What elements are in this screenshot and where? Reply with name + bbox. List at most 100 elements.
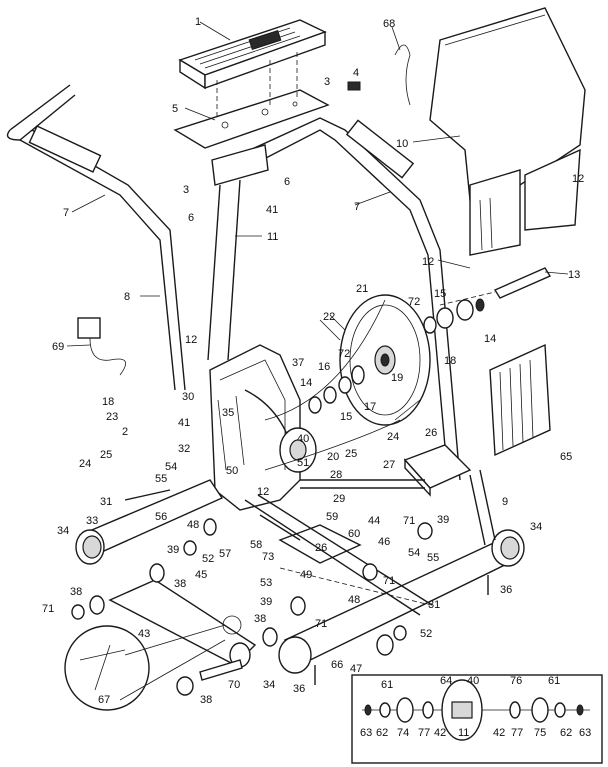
callout-69: 69 bbox=[52, 341, 64, 353]
callout-4: 4 bbox=[353, 67, 359, 79]
callout-45: 45 bbox=[195, 569, 207, 581]
callout-38: 38 bbox=[200, 694, 212, 706]
callout-57: 57 bbox=[219, 548, 231, 560]
callout-8: 8 bbox=[124, 291, 130, 303]
callout-71: 71 bbox=[315, 618, 327, 630]
callout-15: 15 bbox=[340, 411, 352, 423]
bracket-plate bbox=[173, 89, 330, 149]
callout-2: 2 bbox=[122, 426, 128, 438]
callout-31: 31 bbox=[100, 496, 112, 508]
callout-43: 43 bbox=[138, 628, 150, 640]
callout-42: 42 bbox=[493, 727, 505, 739]
callout-77: 77 bbox=[418, 727, 430, 739]
callout-30: 30 bbox=[182, 391, 194, 403]
callout-39: 39 bbox=[260, 596, 272, 608]
right-handlebar bbox=[249, 117, 461, 481]
callout-61: 61 bbox=[548, 675, 560, 687]
callout-13: 13 bbox=[568, 269, 580, 281]
callout-11: 11 bbox=[267, 231, 278, 243]
callout-62: 62 bbox=[376, 727, 388, 739]
side-rail-center bbox=[244, 494, 433, 616]
callout-6: 6 bbox=[188, 212, 194, 224]
callout-38: 38 bbox=[174, 578, 186, 590]
callout-34: 34 bbox=[57, 525, 69, 537]
roller-bushings bbox=[71, 518, 433, 696]
callout-55: 55 bbox=[427, 552, 439, 564]
crank-housing bbox=[209, 344, 317, 511]
console-part bbox=[178, 19, 327, 90]
callout-67: 67 bbox=[98, 694, 110, 706]
left-handlebar bbox=[6, 84, 186, 391]
callout-34: 34 bbox=[263, 679, 275, 691]
callout-41: 41 bbox=[266, 204, 278, 216]
callout-28: 28 bbox=[330, 469, 342, 481]
callout-59: 59 bbox=[326, 511, 338, 523]
callout-38: 38 bbox=[70, 586, 82, 598]
callout-76: 76 bbox=[510, 675, 522, 687]
leader-lines bbox=[66, 21, 569, 347]
callout-23: 23 bbox=[106, 411, 118, 423]
upright-post bbox=[207, 144, 269, 361]
callout-16: 16 bbox=[318, 361, 330, 373]
callout-66: 66 bbox=[331, 659, 343, 671]
callout-12: 12 bbox=[572, 173, 584, 185]
callout-60: 60 bbox=[348, 528, 360, 540]
callout-labels: 1 68 4 3 5 10 7 3 6 6 41 7 12 11 12 13 8… bbox=[42, 16, 591, 739]
callout-75: 75 bbox=[534, 727, 546, 739]
callout-7: 7 bbox=[63, 207, 69, 219]
callout-14: 14 bbox=[484, 333, 496, 345]
callout-40: 40 bbox=[467, 675, 479, 687]
callout-26: 26 bbox=[425, 427, 437, 439]
callout-74: 74 bbox=[397, 727, 409, 739]
callout-12: 12 bbox=[185, 334, 197, 346]
callout-14: 14 bbox=[300, 377, 312, 389]
callout-24: 24 bbox=[79, 458, 91, 470]
callout-47: 47 bbox=[350, 663, 362, 675]
bolt-hardware bbox=[124, 489, 489, 685]
flywheel-part bbox=[319, 294, 431, 426]
pedal-right bbox=[300, 444, 472, 497]
callout-41: 41 bbox=[178, 417, 190, 429]
power-adapter bbox=[77, 317, 127, 376]
callout-36: 36 bbox=[293, 683, 305, 695]
callout-54: 54 bbox=[408, 547, 420, 559]
hub-bearings bbox=[308, 365, 365, 414]
callout-24: 24 bbox=[387, 431, 399, 443]
callout-3: 3 bbox=[183, 184, 189, 196]
callout-38: 38 bbox=[254, 613, 266, 625]
callout-65: 65 bbox=[560, 451, 572, 463]
callout-18: 18 bbox=[444, 355, 456, 367]
callout-27: 27 bbox=[383, 459, 395, 471]
callout-77: 77 bbox=[511, 727, 523, 739]
callout-25: 25 bbox=[345, 448, 357, 460]
callout-18: 18 bbox=[102, 396, 114, 408]
callout-56: 56 bbox=[155, 511, 167, 523]
callout-34: 34 bbox=[530, 521, 542, 533]
callout-9: 9 bbox=[502, 496, 508, 508]
callout-55: 55 bbox=[155, 473, 167, 485]
front-stabilizer bbox=[75, 479, 224, 565]
axle-part bbox=[439, 267, 552, 306]
callout-48: 48 bbox=[348, 594, 360, 606]
callout-64: 64 bbox=[440, 675, 452, 687]
callout-3: 3 bbox=[324, 76, 330, 88]
callout-68: 68 bbox=[383, 18, 395, 30]
callout-71: 71 bbox=[403, 515, 415, 527]
side-panel-part bbox=[489, 343, 551, 457]
shroud-part bbox=[429, 7, 586, 256]
callout-6: 6 bbox=[284, 176, 290, 188]
callout-19: 19 bbox=[391, 372, 403, 384]
callout-70: 70 bbox=[228, 679, 240, 691]
callout-25: 25 bbox=[100, 449, 112, 461]
callout-31: 31 bbox=[428, 599, 440, 611]
callout-39: 39 bbox=[167, 544, 179, 556]
callout-42: 42 bbox=[434, 727, 446, 739]
callout-46: 46 bbox=[378, 536, 390, 548]
pedal-left bbox=[259, 514, 362, 564]
callout-49: 49 bbox=[300, 569, 312, 581]
callout-35: 35 bbox=[222, 407, 234, 419]
callout-54: 54 bbox=[165, 461, 177, 473]
callout-63: 63 bbox=[579, 727, 591, 739]
callout-40: 40 bbox=[297, 433, 309, 445]
